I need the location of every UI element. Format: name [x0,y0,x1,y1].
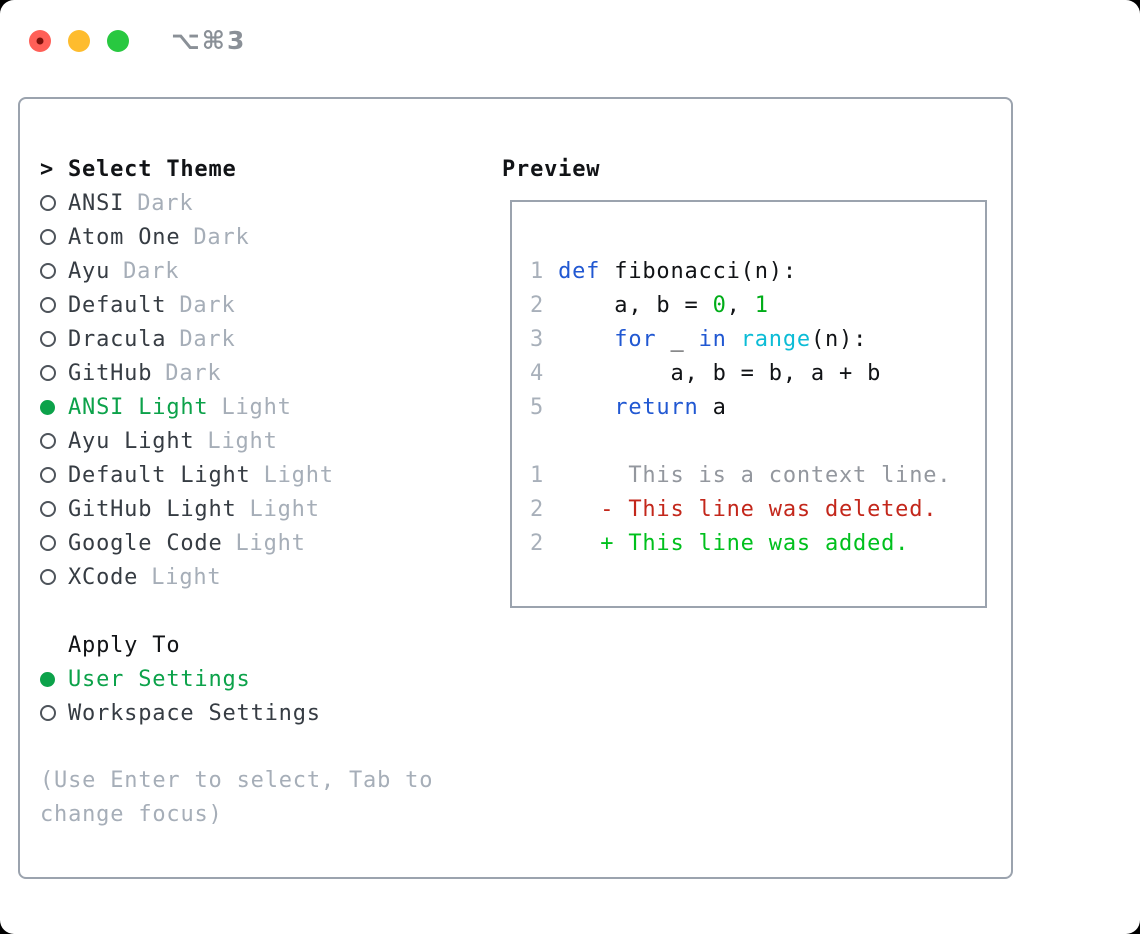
theme-option-variant-tag: Light [235,530,306,556]
theme-option-variant-tag: Light [249,496,320,522]
theme-option-label: Default [68,292,167,318]
theme-option-variant-tag: Light [263,462,334,488]
theme-option-variant-tag: Dark [165,360,222,386]
hint-line-2: change focus) [40,802,223,827]
radio-unselected-icon [40,501,68,517]
blank-line [530,425,985,459]
diff-context-line: 1 This is a context line. [530,463,952,488]
line-number: 5 [530,395,545,420]
code-line: 3 for _ in range(n): [530,327,868,352]
theme-option-label: Ayu [68,258,111,284]
radio-unselected-icon [40,331,68,347]
theme-option-dracula[interactable]: Dracula Dark [40,322,500,356]
theme-option-variant-tag: Dark [179,292,236,318]
code-line: 5 return a [530,395,727,420]
theme-option-label: ANSI Light [68,394,209,420]
theme-option-github[interactable]: GitHub Dark [40,356,500,390]
line-number: 1 [530,463,545,488]
theme-option-variant-tag: Dark [193,224,250,250]
select-theme-header: > Select Theme [40,152,500,186]
theme-option-label: ANSI [68,190,125,216]
line-number: 1 [530,259,545,284]
preview-title: Preview [502,156,601,182]
theme-option-default[interactable]: Default Dark [40,288,500,322]
apply-option-workspace-settings[interactable]: Workspace Settings [40,696,500,730]
radio-unselected-icon [40,467,68,483]
window-shortcut-label: ⌥⌘3 [171,26,247,55]
theme-option-ayu-light[interactable]: Ayu Light Light [40,424,500,458]
radio-selected-icon [40,399,68,415]
radio-unselected-icon [40,229,68,245]
diff-added-line: 2 + This line was added. [530,531,910,556]
spacer [40,730,500,764]
radio-selected-icon [40,671,68,687]
line-number: 3 [530,327,545,352]
minimize-button[interactable] [68,29,90,52]
theme-option-ansi[interactable]: ANSI Dark [40,186,500,220]
radio-unselected-icon [40,297,68,313]
hint-line-1: (Use Enter to select, Tab to [40,768,434,793]
apply-option-user-settings[interactable]: User Settings [40,662,500,696]
theme-option-label: Google Code [68,530,223,556]
apply-option-label: Workspace Settings [68,700,321,726]
radio-unselected-icon [40,433,68,449]
code-line: 2 a, b = 0, 1 [530,293,769,318]
close-button[interactable] [29,29,51,52]
radio-unselected-icon [40,535,68,551]
theme-option-github-light[interactable]: GitHub Light Light [40,492,500,526]
theme-option-variant-tag: Light [221,394,292,420]
radio-unselected-icon [40,195,68,211]
prompt-icon: > [40,156,55,182]
line-number: 4 [530,361,545,386]
apply-to-header: Apply To [40,628,500,662]
titlebar: ⌥⌘3 [29,26,246,55]
theme-option-label: Dracula [68,326,167,352]
theme-option-ansi-light[interactable]: ANSI Light Light [40,390,500,424]
preview-box: 1 def fibonacci(n): 2 a, b = 0, 1 3 for _ … [510,200,987,608]
theme-option-ayu[interactable]: Ayu Dark [40,254,500,288]
code-line: 4 a, b = b, a + b [530,361,882,386]
theme-option-label: Ayu Light [68,428,195,454]
theme-option-variant-tag: Dark [123,258,180,284]
code-line: 1 def fibonacci(n): [530,259,797,284]
theme-option-label: XCode [68,564,139,590]
radio-unselected-icon [40,569,68,585]
theme-option-atom-one[interactable]: Atom One Dark [40,220,500,254]
spacer [40,594,500,628]
diff-deleted-line: 2 - This line was deleted. [530,497,938,522]
apply-option-label: User Settings [68,666,251,692]
theme-option-xcode[interactable]: XCode Light [40,560,500,594]
radio-unselected-icon [40,263,68,279]
theme-option-label: GitHub [68,360,153,386]
apply-to-title: Apply To [68,632,181,658]
line-number: 2 [530,293,545,318]
line-number: 2 [530,497,545,522]
theme-option-variant-tag: Dark [137,190,194,216]
theme-option-label: GitHub Light [68,496,237,522]
select-theme-title: Select Theme [68,156,237,182]
zoom-button[interactable] [107,29,129,52]
theme-option-variant-tag: Light [207,428,278,454]
preview-column: Preview [502,152,600,186]
theme-option-variant-tag: Dark [179,326,236,352]
theme-option-variant-tag: Light [151,564,222,590]
theme-option-default-light[interactable]: Default Light Light [40,458,500,492]
line-number: 2 [530,531,545,556]
close-dot-icon [36,37,44,44]
theme-option-label: Default Light [68,462,251,488]
theme-option-google-code[interactable]: Google Code Light [40,526,500,560]
radio-unselected-icon [40,705,68,721]
radio-unselected-icon [40,365,68,381]
theme-option-label: Atom One [68,224,181,250]
